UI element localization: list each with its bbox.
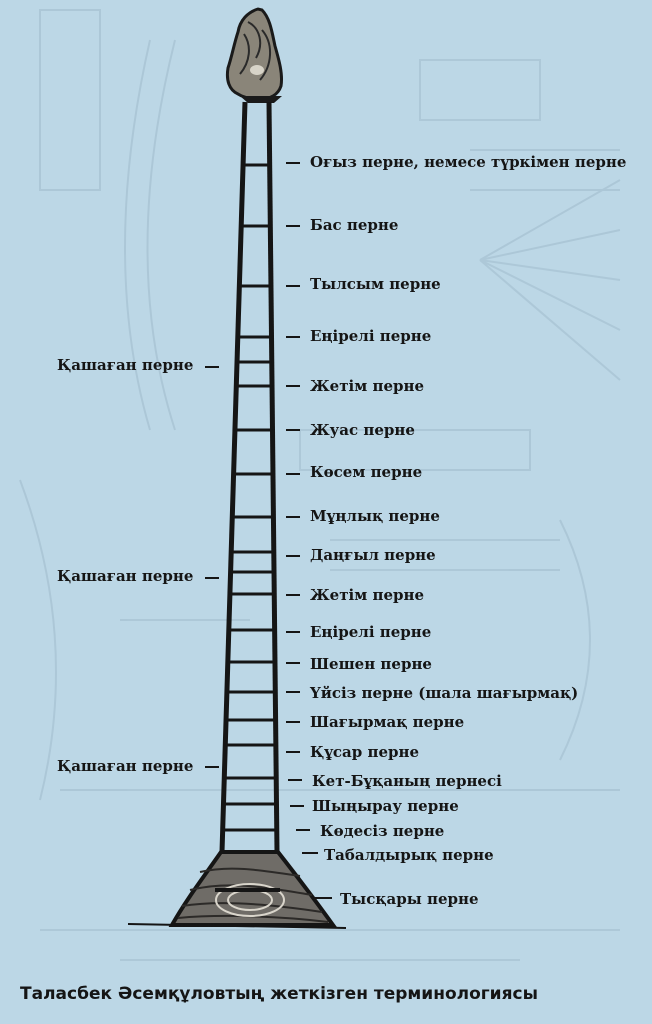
fret-label-enireli-upper: Еңірелі перне [310, 327, 432, 345]
left-label-kashagan-3: Қашаған перне [57, 757, 194, 775]
fret-label-zhuas: Жуас перне [310, 421, 415, 439]
fret-label-zhetim-upper: Жетім перне [310, 377, 425, 395]
instrument-head [225, 7, 283, 103]
fret-label-sheshen: Шешен перне [310, 655, 432, 673]
fret-label-kusar: Құсар перне [310, 743, 420, 761]
fret-label-munlyk: Мұңлық перне [310, 507, 440, 525]
fret-label-tylsym: Тылсым перне [310, 275, 441, 293]
fret-lines [222, 163, 277, 832]
fret-label-uisiz: Үйсіз перне (шала шағырмақ) [310, 684, 579, 702]
instrument-body [127, 850, 347, 929]
fret-label-kodesiz: Көдесіз перне [320, 822, 445, 840]
left-label-kashagan-1: Қашаған перне [57, 356, 194, 374]
left-label-kashagan-2: Қашаған перне [57, 567, 194, 585]
fret-label-oghyz: Оғыз перне, немесе түркімен перне [310, 153, 627, 171]
fret-label-zhetim-lower: Жетім перне [310, 586, 425, 604]
fret-label-bas: Бас перне [310, 216, 399, 234]
fret-label-enireli-lower: Еңірелі перне [310, 623, 432, 641]
figure-caption: Таласбек Әсемқұловтың жеткізген терминол… [20, 984, 538, 1004]
fret-label-kosem: Көсем перне [310, 463, 423, 481]
label-pointers [205, 162, 332, 899]
fret-label-ket-bukanyn: Кет-Бұқаның пернесі [312, 772, 502, 790]
fret-label-shynyrau: Шыңырау перне [312, 797, 459, 815]
fret-label-tyskary: Тысқары перне [340, 890, 479, 908]
instrument-neck [219, 101, 280, 853]
fret-label-shagyrmak: Шағырмақ перне [310, 713, 465, 731]
fret-label-tabaldyryk: Табалдырық перне [324, 846, 494, 864]
fret-label-dangyl: Даңғыл перне [310, 546, 436, 564]
